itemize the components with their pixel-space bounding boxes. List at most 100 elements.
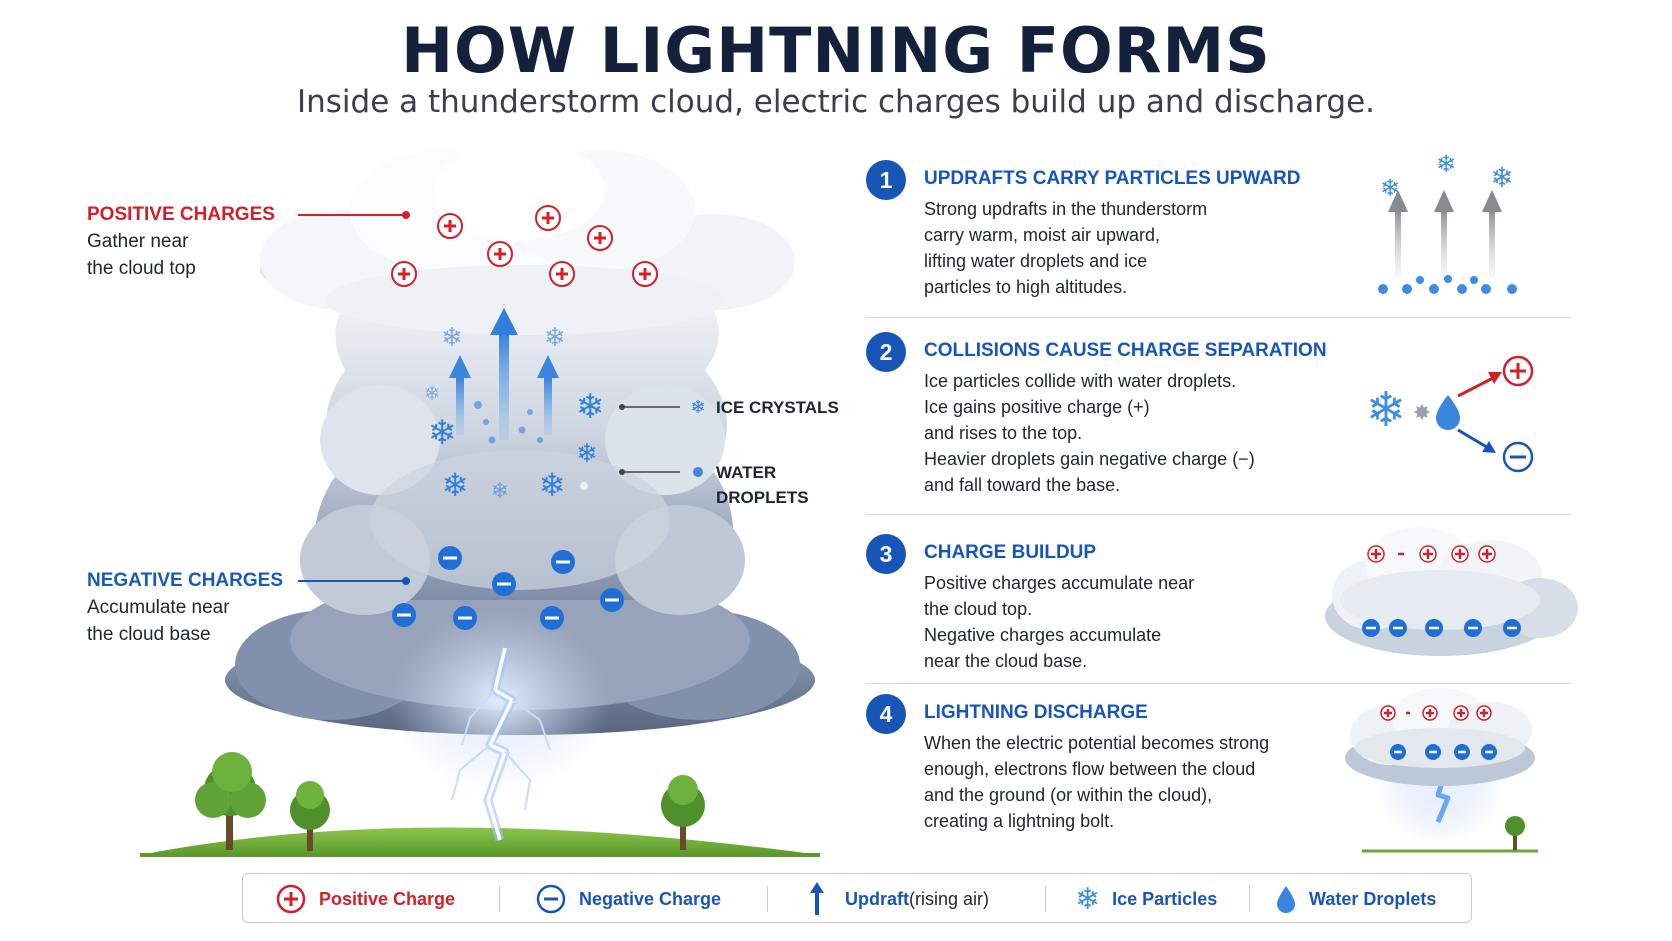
legend-updraft-label: Updraft xyxy=(845,888,909,909)
legend-positive: Positive Charge xyxy=(275,874,455,924)
negative-leader-line xyxy=(298,577,410,585)
positive-charges-line1: Gather near xyxy=(87,231,189,252)
svg-text:❄: ❄ xyxy=(491,479,509,504)
negative-charges-line2: the cloud base xyxy=(87,624,211,645)
updraft-arrow-icon xyxy=(537,355,559,435)
svg-text:❄: ❄ xyxy=(424,381,441,405)
updraft-arrow-icon xyxy=(449,355,471,435)
positive-charges xyxy=(391,205,658,287)
step-number: 4 xyxy=(866,694,906,734)
positive-charge-icon xyxy=(276,884,306,914)
step-title: COLLISIONS CAUSE CHARGE SEPARATION xyxy=(924,340,1327,361)
step4-discharge-icon xyxy=(1345,688,1538,853)
step-line: and fall toward the base. xyxy=(924,475,1121,495)
svg-text:❄: ❄ xyxy=(576,439,598,469)
step-line: near the cloud base. xyxy=(924,651,1088,671)
step3-charged-cloud-icon xyxy=(1325,527,1578,656)
legend-positive-label: Positive Charge xyxy=(319,888,456,909)
step-line: Strong updrafts in the thunderstorm xyxy=(924,199,1208,219)
positive-charges-title: POSITIVE CHARGES xyxy=(87,204,275,225)
ground xyxy=(140,827,820,857)
negative-charges-line1: Accumulate near xyxy=(87,597,230,618)
step2-collision-icon: ❄ ✸ xyxy=(1366,355,1534,473)
water-droplets-line2: DROPLETS xyxy=(716,488,809,507)
ice-crystal-icon: ❄ ❄ ❄ ❄ ❄ ❄ ❄ ❄ ❄ xyxy=(424,323,605,504)
snowflake-icon: ❄ xyxy=(1075,881,1101,917)
negative-charges-title: NEGATIVE CHARGES xyxy=(87,570,284,591)
page-subtitle: Inside a thunderstorm cloud, electric ch… xyxy=(296,84,1375,120)
step-line: Ice gains positive charge (+) xyxy=(924,397,1150,417)
tree-icon xyxy=(661,775,705,850)
negative-charge-icon xyxy=(536,884,566,914)
divider xyxy=(866,514,1571,515)
step-line: Ice particles collide with water droplet… xyxy=(924,371,1237,391)
svg-text:❄: ❄ xyxy=(576,387,605,427)
water-drop-icon xyxy=(1277,886,1295,913)
step-line: Positive charges accumulate near xyxy=(924,573,1195,593)
step-number: 2 xyxy=(866,332,906,372)
step-line: carry warm, moist air upward, xyxy=(924,225,1161,245)
svg-text:❄: ❄ xyxy=(442,466,469,504)
positive-leader-line xyxy=(298,211,410,219)
legend-negative: Negative Charge xyxy=(535,874,721,924)
step-line: enough, electrons flow between the cloud xyxy=(924,759,1256,779)
svg-text:✸: ✸ xyxy=(1413,401,1431,426)
step-number: 1 xyxy=(866,160,906,200)
positive-charges-label: POSITIVE CHARGES Gather near the cloud t… xyxy=(87,201,275,282)
step-line: When the electric potential becomes stro… xyxy=(924,733,1270,753)
legend-negative-label: Negative Charge xyxy=(579,888,722,909)
svg-text:❄: ❄ xyxy=(544,323,566,353)
step-line: Heavier droplets gain negative charge (−… xyxy=(924,449,1255,469)
legend-updraft-note: (rising air) xyxy=(909,888,990,909)
step1-updraft-icon: ❄ ❄ ❄ xyxy=(1378,150,1517,294)
ice-crystals-label: ICE CRYSTALS xyxy=(716,398,839,417)
step-title: UPDRAFTS CARRY PARTICLES UPWARD xyxy=(924,168,1301,189)
legend: Positive Charge Negative Charge Updraft … xyxy=(242,873,1472,923)
water-leader-line xyxy=(619,467,703,477)
svg-text:❄: ❄ xyxy=(690,397,705,418)
tree-icon xyxy=(290,781,330,851)
step-line: lifting water droplets and ice xyxy=(924,251,1148,271)
step-number: 3 xyxy=(866,534,906,574)
svg-text:❄: ❄ xyxy=(539,466,566,504)
svg-text:❄: ❄ xyxy=(1366,382,1406,438)
legend-ice-label: Ice Particles xyxy=(1112,888,1218,909)
cloud xyxy=(225,140,815,790)
legend-separator xyxy=(1249,886,1250,912)
step-line: and rises to the top. xyxy=(924,423,1083,443)
step-title: CHARGE BUILDUP xyxy=(924,542,1097,563)
legend-water-label: Water Droplets xyxy=(1309,888,1437,909)
page-title: HOW LIGHTNING FORMS xyxy=(401,14,1271,87)
svg-text:❄: ❄ xyxy=(1436,150,1456,178)
svg-text:❄: ❄ xyxy=(1490,161,1513,194)
water-droplets xyxy=(474,401,588,490)
step-description: Ice particles collide with water droplet… xyxy=(924,368,1255,498)
updraft-arrow-icon xyxy=(490,308,518,440)
step-line: and the ground (or within the cloud), xyxy=(924,785,1213,805)
step-description: When the electric potential becomes stro… xyxy=(924,730,1269,834)
svg-text:❄: ❄ xyxy=(1380,174,1400,202)
negative-charges xyxy=(392,546,624,630)
lightning-bolt-icon xyxy=(451,646,551,842)
negative-charges-label: NEGATIVE CHARGES Accumulate near the clo… xyxy=(87,567,283,648)
legend-separator xyxy=(499,886,500,912)
ice-leader-line: ❄ xyxy=(619,397,706,418)
positive-charges-line2: the cloud top xyxy=(87,258,196,279)
divider xyxy=(866,683,1571,684)
updraft-arrow-icon xyxy=(810,882,824,915)
water-droplets-label: WATER DROPLETS xyxy=(716,460,809,510)
legend-separator xyxy=(767,886,768,912)
legend-updraft: Updraft (rising air) xyxy=(807,874,989,924)
step-line: Negative charges accumulate xyxy=(924,625,1162,645)
svg-text:❄: ❄ xyxy=(428,413,457,453)
tree-icon xyxy=(195,752,266,850)
step-line: particles to high altitudes. xyxy=(924,277,1128,297)
legend-separator xyxy=(1045,886,1046,912)
step-description: Strong updrafts in the thunderstorm carr… xyxy=(924,196,1207,300)
step-title: LIGHTNING DISCHARGE xyxy=(924,702,1148,723)
step-line: creating a lightning bolt. xyxy=(924,811,1115,831)
divider xyxy=(866,317,1571,318)
water-droplets-line1: WATER xyxy=(716,463,777,482)
svg-text:❄: ❄ xyxy=(441,323,463,353)
